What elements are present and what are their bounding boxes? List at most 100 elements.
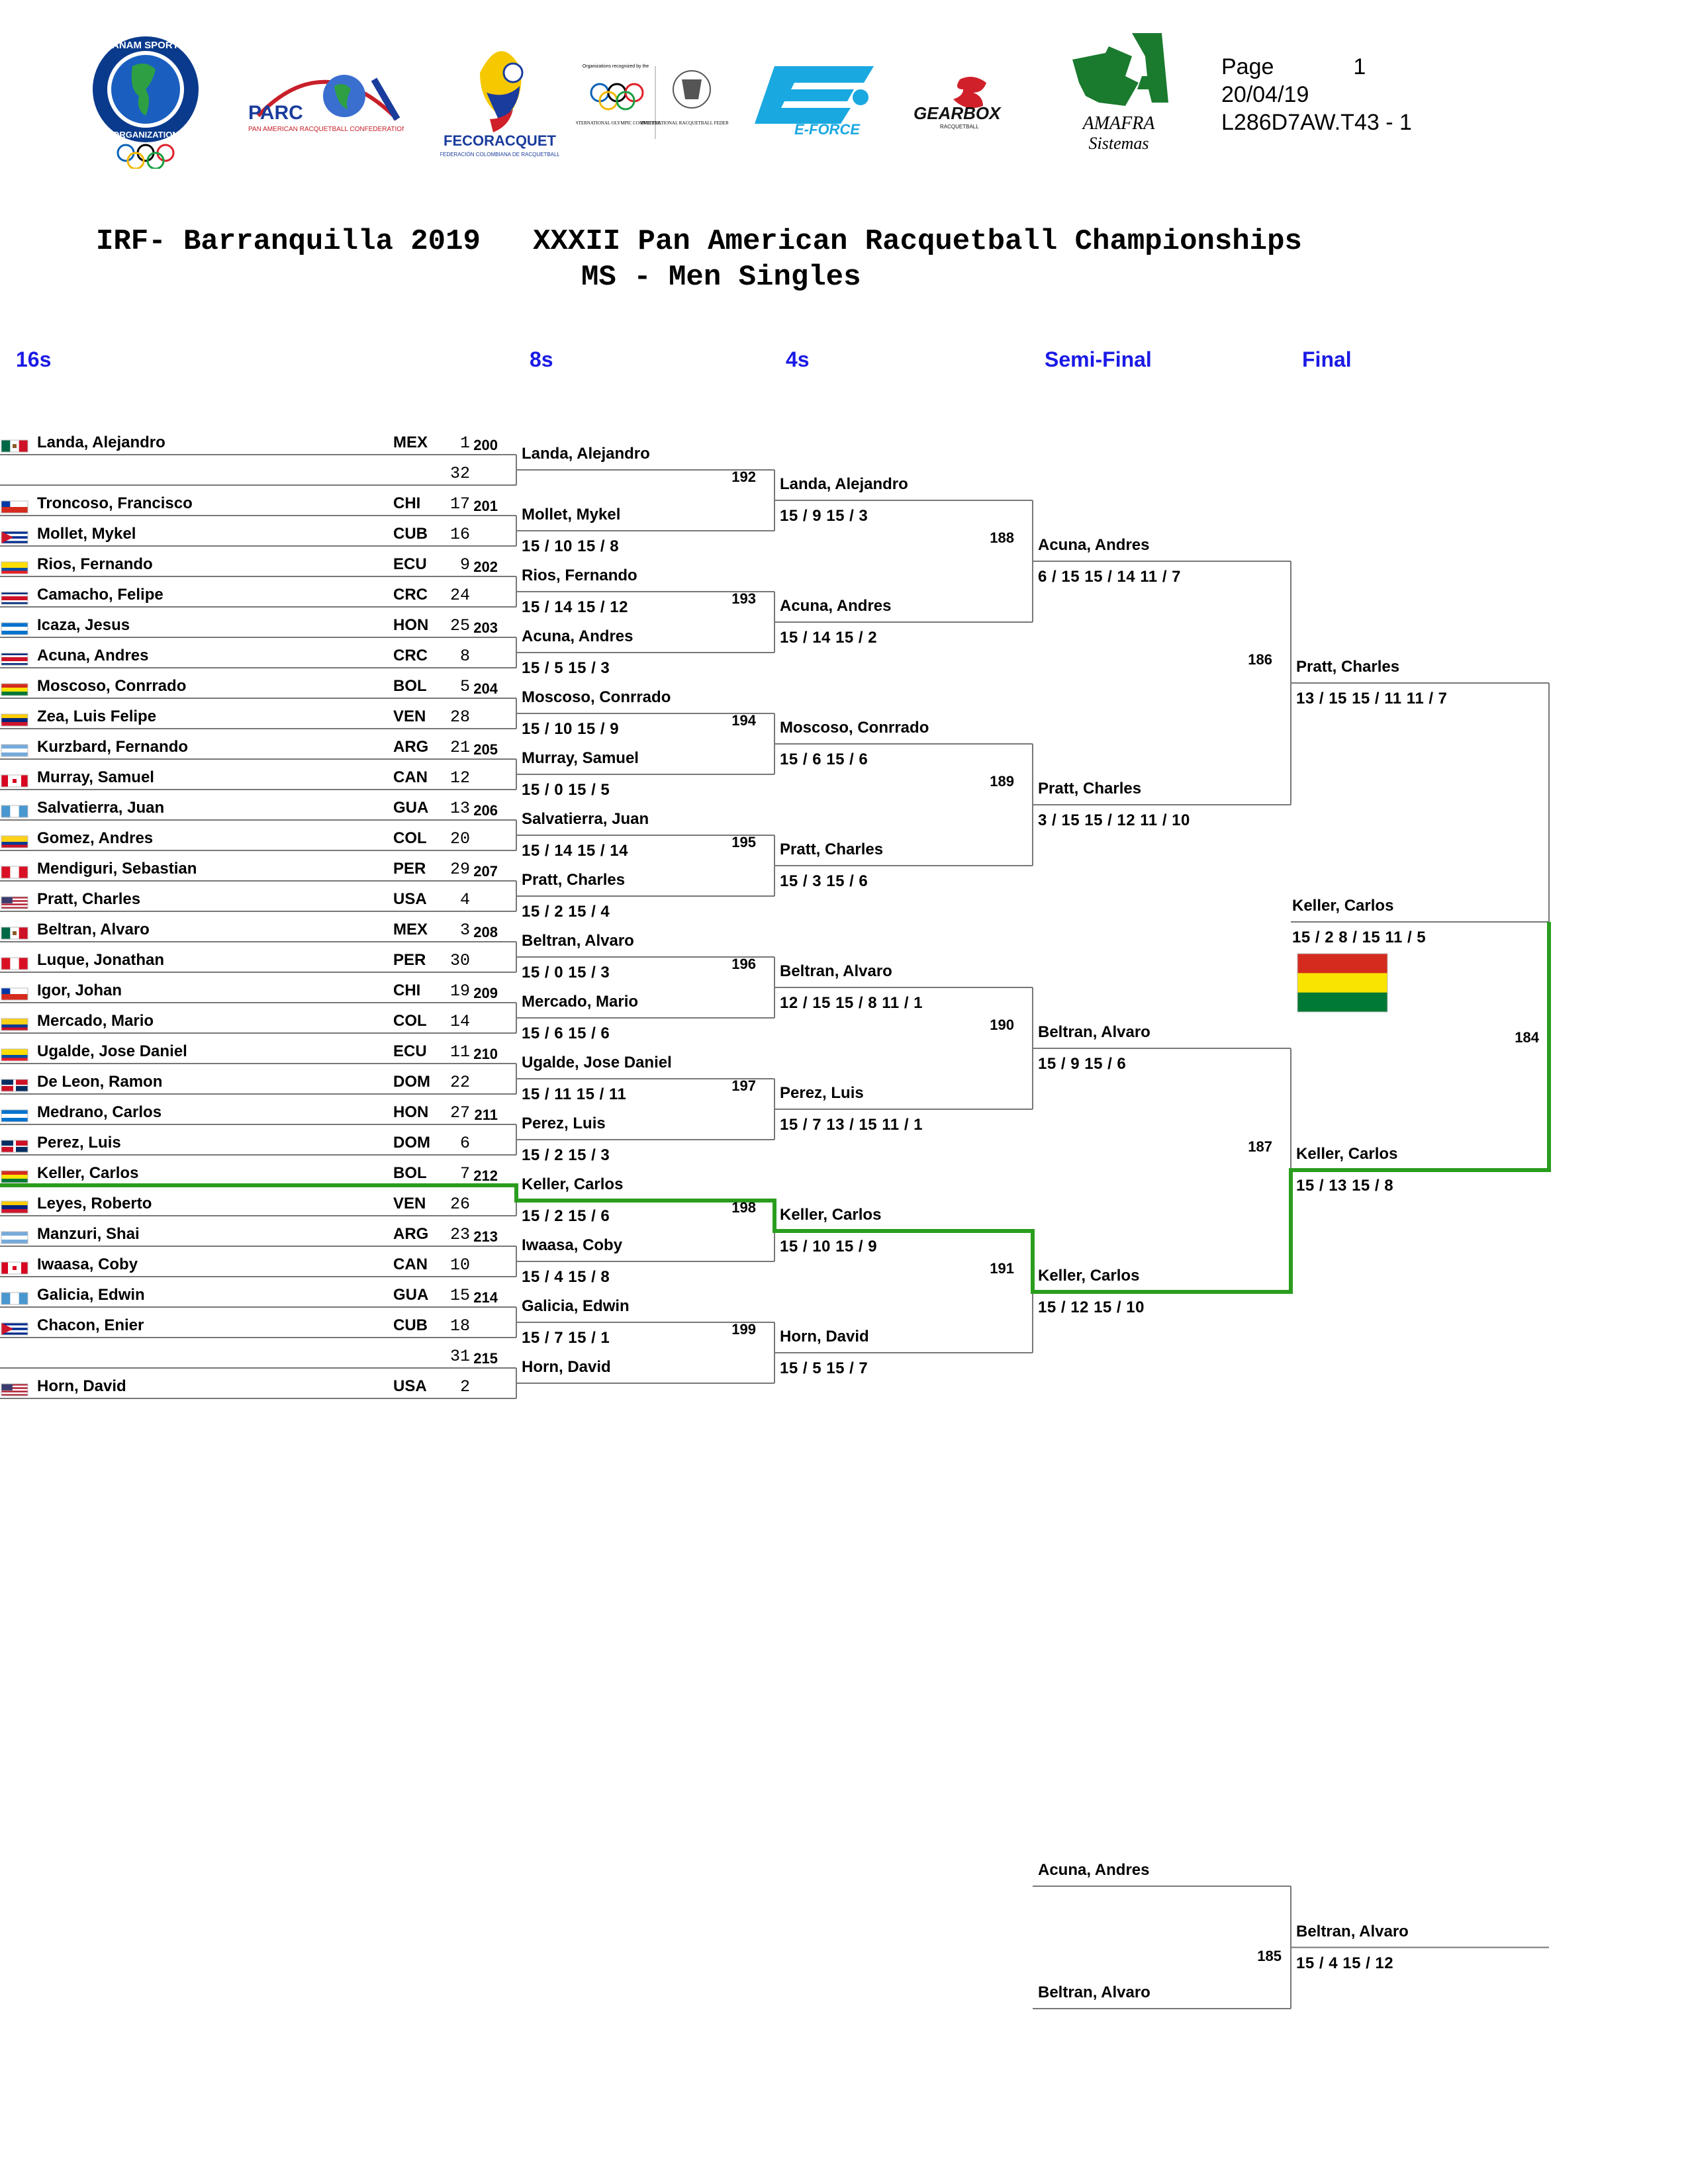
player-name: Pratt, Charles	[37, 890, 141, 908]
third-place-match-number: 185	[1257, 1947, 1282, 1964]
round-label-4s: 4s	[786, 347, 810, 371]
match-number: 198	[731, 1199, 756, 1216]
bol-flag-icon	[1, 683, 28, 696]
player-name: Moscoso, Conrrado	[37, 677, 187, 695]
amafra-name: AMAFRA	[1082, 113, 1156, 134]
match-number: 206	[473, 802, 498, 819]
winner-name: Pratt, Charles	[1038, 780, 1142, 797]
match-number: 215	[473, 1350, 498, 1367]
page-label: Page	[1221, 54, 1274, 79]
match-score: 15 / 14 15 / 2	[780, 629, 878, 647]
seed-number: 9	[459, 555, 470, 574]
match-score: 15 / 7 15 / 1	[522, 1329, 610, 1347]
winner-name: Pratt, Charles	[780, 841, 884, 858]
chi-flag-icon	[1, 987, 28, 1001]
country-code: PER	[393, 860, 426, 878]
country-code: VEN	[393, 707, 426, 725]
country-code: VEN	[393, 1195, 426, 1212]
match-score: 15 / 11 15 / 11	[522, 1085, 627, 1103]
country-code: PER	[393, 951, 426, 969]
round-label-16s: 16s	[16, 347, 52, 371]
player-name: Murray, Samuel	[37, 768, 154, 786]
match-number: 204	[473, 680, 498, 697]
match-score: 15 / 3 15 / 6	[780, 872, 868, 890]
match-number: 188	[990, 529, 1014, 546]
arg-flag-icon	[1, 1231, 28, 1244]
seed-number: 17	[449, 494, 470, 514]
third-place-score: 15 / 4 15 / 12	[1296, 1954, 1394, 1972]
match-score: 15 / 10 15 / 9	[780, 1238, 878, 1255]
match-score: 15 / 13 15 / 8	[1296, 1177, 1394, 1195]
match-score: 15 / 14 15 / 14	[522, 842, 628, 860]
crc-flag-icon	[1, 653, 28, 666]
seed-number: 7	[459, 1164, 470, 1183]
seed-number: 16	[449, 525, 470, 544]
country-code: COL	[393, 1012, 427, 1030]
seed-number: 1	[459, 433, 470, 453]
match-score: 15 / 10 15 / 8	[522, 537, 620, 555]
player-name: Gomez, Andres	[37, 829, 154, 847]
match-number: 208	[473, 924, 498, 940]
country-code: DOM	[393, 1073, 430, 1091]
country-code: CUB	[393, 525, 428, 543]
match-number: 195	[731, 834, 756, 850]
col-flag-icon	[1, 1018, 28, 1031]
player-name: Horn, David	[37, 1377, 126, 1395]
winner-name: Landa, Alejandro	[780, 475, 908, 493]
dom-flag-icon	[1, 1140, 28, 1153]
match-score: 15 / 7 13 / 15 11 / 1	[780, 1116, 923, 1134]
match-number: 201	[473, 498, 498, 514]
seed-number: 22	[449, 1073, 470, 1092]
match-number: 213	[473, 1228, 498, 1245]
country-code: MEX	[393, 433, 428, 451]
player-name: Troncoso, Francisco	[37, 494, 193, 512]
player-name: Leyes, Roberto	[37, 1195, 152, 1212]
country-code: CAN	[393, 1255, 428, 1273]
match-number: 187	[1248, 1138, 1272, 1155]
country-code: ARG	[393, 1225, 429, 1243]
match-number: 209	[473, 985, 498, 1001]
bol-flag-icon	[1, 1170, 28, 1183]
player-name: Chacon, Enier	[37, 1316, 144, 1334]
player-name: Landa, Alejandro	[37, 433, 165, 451]
country-code: ECU	[393, 555, 427, 573]
seed-number: 15	[449, 1286, 470, 1305]
winner-name: Mollet, Mykel	[522, 506, 621, 523]
ioc-irf-logo: Organizations recognized by the INTERNAT…	[573, 60, 743, 146]
recognized-text: Organizations recognized by the	[583, 64, 649, 69]
winner-name: Acuna, Andres	[780, 597, 892, 615]
country-code: ECU	[393, 1042, 427, 1060]
match-score: 6 / 15 15 / 14 11 / 7	[1038, 568, 1181, 586]
match-score: 15 / 12 15 / 10	[1038, 1298, 1145, 1316]
winner-name: Keller, Carlos	[522, 1175, 624, 1193]
winner-name: Murray, Samuel	[522, 749, 639, 767]
winner-name: Keller, Carlos	[1296, 1145, 1398, 1163]
match-score: 15 / 2 15 / 6	[522, 1207, 610, 1225]
match-number: 203	[473, 619, 498, 636]
player-name: Zea, Luis Felipe	[37, 707, 157, 725]
fecoracquet-tagline: FEDERACIÓN COLOMBIANA DE RACQUETBALL	[440, 152, 559, 158]
player-name: Luque, Jonathan	[37, 951, 164, 969]
draw-title: MS - Men Singles	[581, 261, 861, 294]
match-score: 15 / 5 15 / 7	[780, 1359, 868, 1377]
match-score: 15 / 6 15 / 6	[780, 751, 868, 768]
match-score: 15 / 5 15 / 3	[522, 659, 610, 677]
seed-number: 25	[449, 616, 470, 635]
panam-top-text: PANAM SPORTS	[106, 40, 185, 51]
fecoracquet-logo: FECORACQUET FEDERACIÓN COLOMBIANA DE RAC…	[440, 33, 560, 165]
match-number: 212	[473, 1167, 498, 1184]
match-number: 196	[731, 956, 756, 972]
ioc-text: INTERNATIONAL OLYMPIC COMMITTEE	[576, 120, 661, 126]
match-number: 214	[473, 1289, 498, 1306]
panam-sports-logo: PANAM SPORTS ORGANIZATION	[79, 30, 212, 170]
third-place-player-a: Acuna, Andres	[1038, 1861, 1150, 1879]
country-code: HON	[393, 1103, 429, 1121]
mex-flag-icon	[1, 439, 28, 453]
match-number: 207	[473, 863, 498, 880]
winner-name: Mercado, Mario	[522, 993, 639, 1011]
round-label-8s: 8s	[530, 347, 553, 371]
match-score: 15 / 9 15 / 3	[780, 507, 868, 525]
country-code: BOL	[393, 677, 427, 695]
player-name: De Leon, Ramon	[37, 1073, 163, 1091]
